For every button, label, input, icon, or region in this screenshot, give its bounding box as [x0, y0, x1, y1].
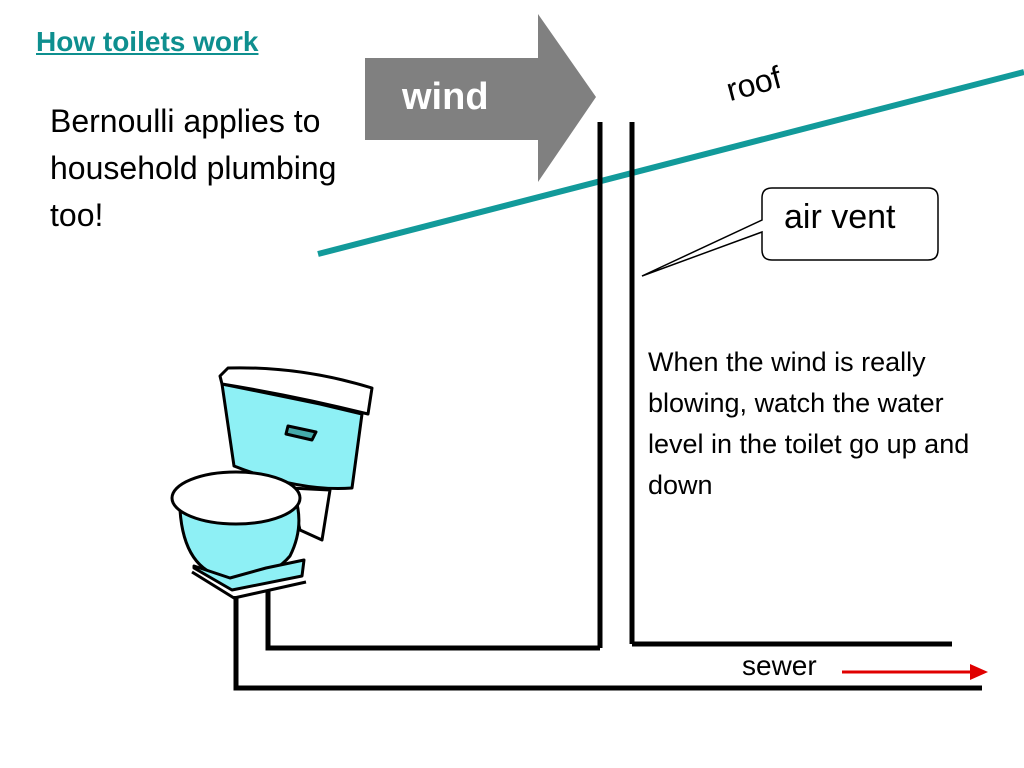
wind-label: wind [402, 76, 489, 118]
toilet-icon [170, 366, 374, 600]
air-vent-callout [641, 187, 939, 277]
outer-drain-pipe [233, 596, 982, 691]
wind-arrow [365, 14, 596, 182]
sewer-arrow-head [970, 664, 988, 680]
intro-text: Bernoulli applies to household plumbing … [50, 103, 337, 233]
air-vent-label: air vent [784, 198, 896, 236]
inner-drain-pipe [265, 590, 600, 651]
explanation-text: When the wind is really blowing, watch t… [648, 347, 970, 500]
slide-title: How toilets work [36, 26, 259, 57]
sewer-label: sewer [742, 650, 817, 681]
roof-line [317, 69, 1024, 257]
